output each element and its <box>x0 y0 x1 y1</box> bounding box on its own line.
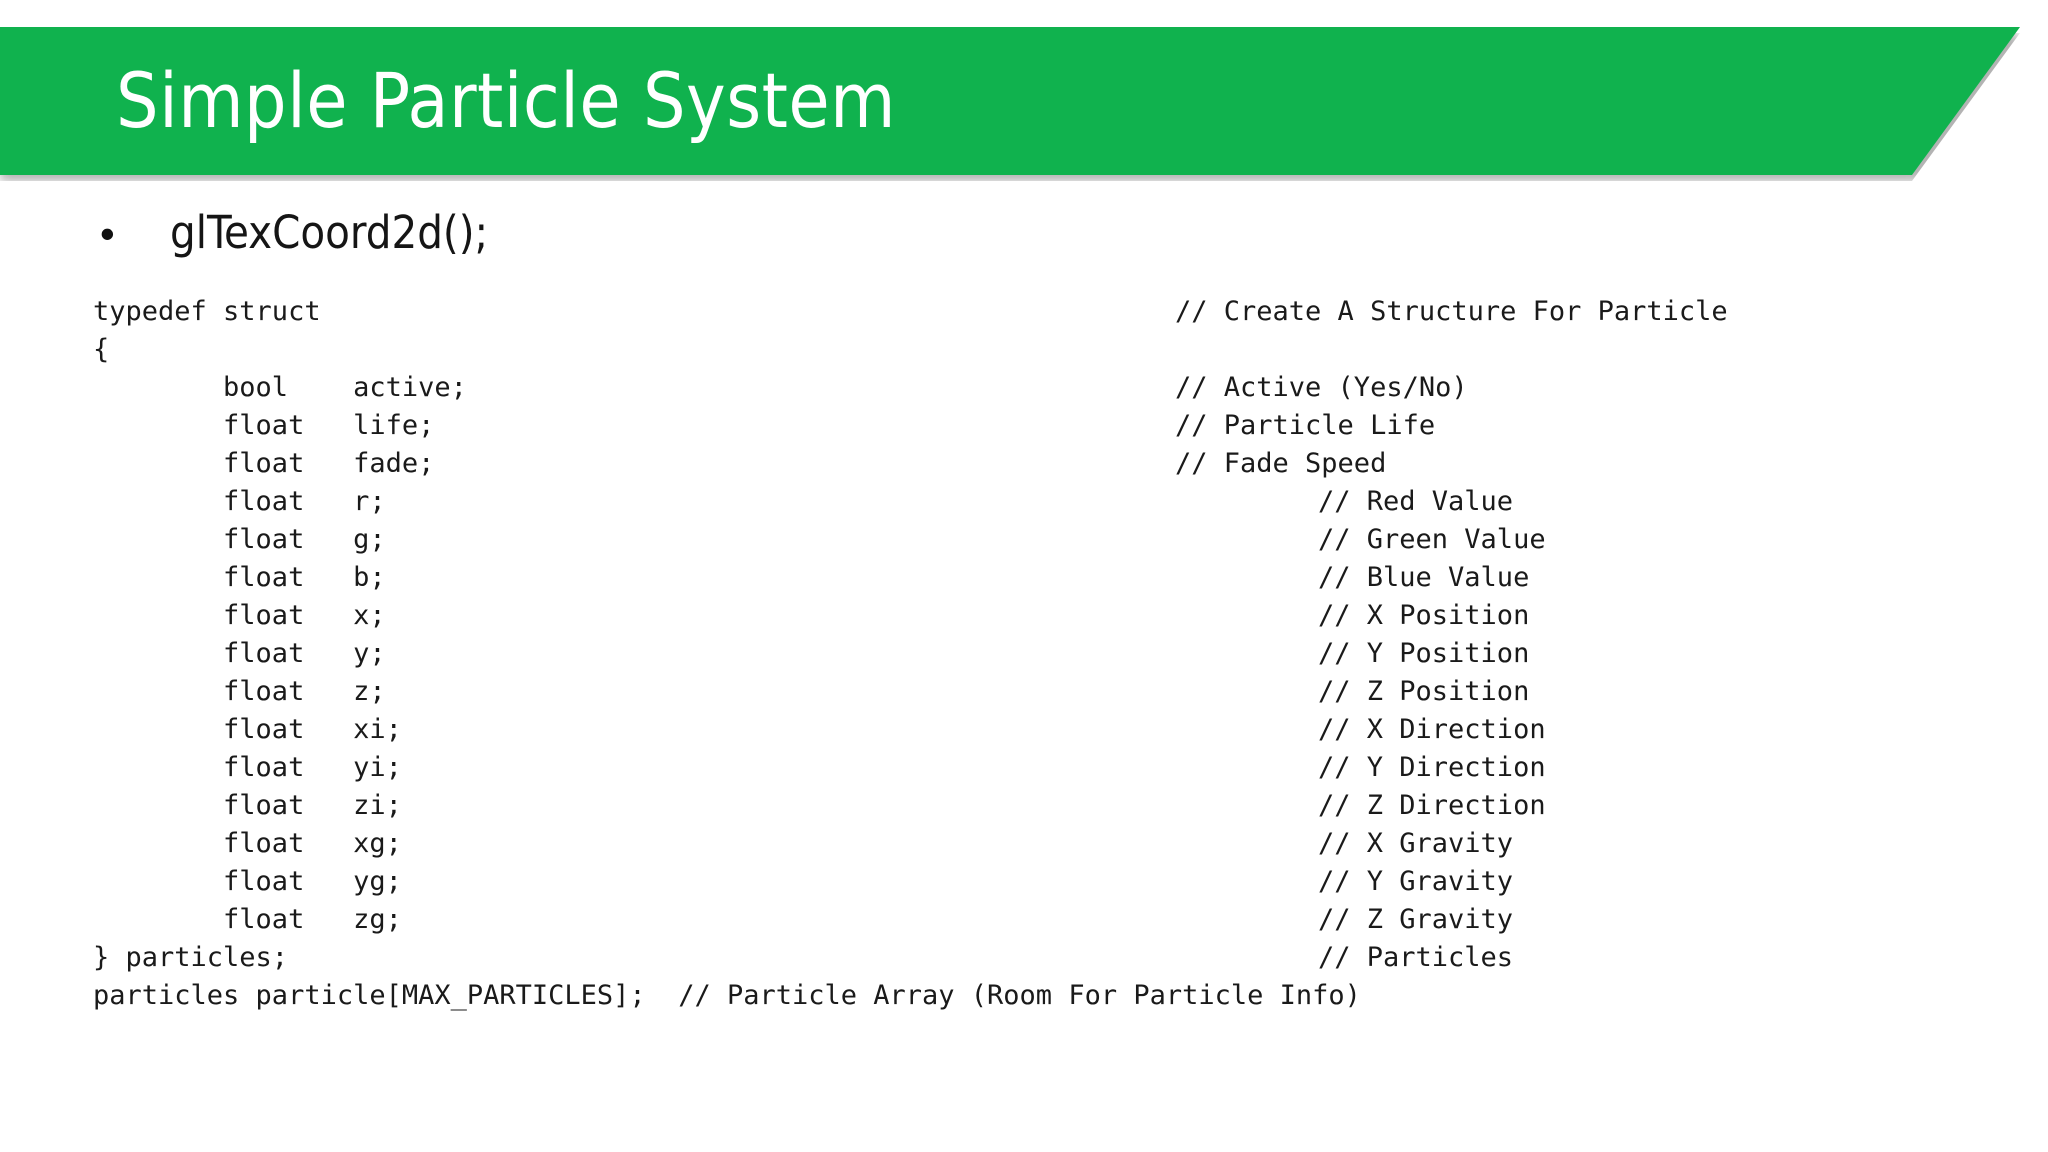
code-line: float xg; // X Gravity <box>93 825 1993 863</box>
code-comment: // Z Direction <box>1318 790 1546 821</box>
code-line: float x; // X Position <box>93 597 1993 635</box>
code-line: typedef struct // Create A Structure For … <box>93 293 1993 331</box>
code-line: float r; // Red Value <box>93 483 1993 521</box>
code-declaration: float r; <box>93 486 386 517</box>
code-comment: // Particle Life <box>1175 410 1436 441</box>
bullet-list-item: • glTexCoord2d(); <box>100 210 488 255</box>
code-declaration: float xi; <box>93 714 402 745</box>
code-line: float yg; // Y Gravity <box>93 863 1993 901</box>
code-line: float b; // Blue Value <box>93 559 1993 597</box>
code-declaration: float zi; <box>93 790 402 821</box>
code-line: float fade; // Fade Speed <box>93 445 1993 483</box>
code-line: float yi; // Y Direction <box>93 749 1993 787</box>
title-banner-container: Simple Particle System <box>0 27 2020 181</box>
code-declaration: float yg; <box>93 866 402 897</box>
code-comment: // Z Position <box>1318 676 1530 707</box>
code-line: float y; // Y Position <box>93 635 1993 673</box>
code-declaration: float zg; <box>93 904 402 935</box>
code-declaration: typedef struct <box>93 296 321 327</box>
code-comment: // X Gravity <box>1318 828 1514 859</box>
code-declaration: particles particle[MAX_PARTICLES]; // Pa… <box>93 980 1361 1011</box>
code-line: float life; // Particle Life <box>93 407 1993 445</box>
code-line: float z; // Z Position <box>93 673 1993 711</box>
code-declaration: float b; <box>93 562 386 593</box>
code-line: float zi; // Z Direction <box>93 787 1993 825</box>
code-block: typedef struct // Create A Structure For … <box>93 293 1993 1015</box>
code-declaration: float g; <box>93 524 386 555</box>
bullet-item-label: glTexCoord2d(); <box>170 206 489 259</box>
code-comment: // Y Position <box>1318 638 1530 669</box>
code-declaration: float xg; <box>93 828 402 859</box>
code-declaration: float life; <box>93 410 435 441</box>
code-declaration: float x; <box>93 600 386 631</box>
code-declaration: { <box>93 334 110 365</box>
code-declaration: float y; <box>93 638 386 669</box>
code-comment: // Red Value <box>1318 486 1514 517</box>
code-line: float xi; // X Direction <box>93 711 1993 749</box>
code-line: float zg; // Z Gravity <box>93 901 1993 939</box>
code-comment: // Active (Yes/No) <box>1175 372 1468 403</box>
code-line: { <box>93 331 1993 369</box>
code-comment: // Green Value <box>1318 524 1546 555</box>
code-comment: // Z Gravity <box>1318 904 1514 935</box>
code-line: particles particle[MAX_PARTICLES]; // Pa… <box>93 977 1993 1015</box>
code-comment: // Fade Speed <box>1175 448 1387 479</box>
code-comment: // X Direction <box>1318 714 1546 745</box>
code-declaration: float yi; <box>93 752 402 783</box>
code-comment: // Blue Value <box>1318 562 1530 593</box>
code-comment: // Particles <box>1318 942 1514 973</box>
code-comment: // Y Gravity <box>1318 866 1514 897</box>
page-title: Simple Particle System <box>116 56 896 145</box>
code-line: } particles; // Particles <box>93 939 1993 977</box>
code-declaration: float z; <box>93 676 386 707</box>
title-banner <box>0 27 2020 175</box>
code-declaration: bool active; <box>93 372 467 403</box>
code-comment: // X Position <box>1318 600 1530 631</box>
code-comment: // Create A Structure For Particle <box>1175 296 1728 327</box>
code-line: float g; // Green Value <box>93 521 1993 559</box>
bullet-marker-icon: • <box>100 210 115 257</box>
code-declaration: float fade; <box>93 448 435 479</box>
code-declaration: } particles; <box>93 942 289 973</box>
code-line: bool active; // Active (Yes/No) <box>93 369 1993 407</box>
code-comment: // Y Direction <box>1318 752 1546 783</box>
